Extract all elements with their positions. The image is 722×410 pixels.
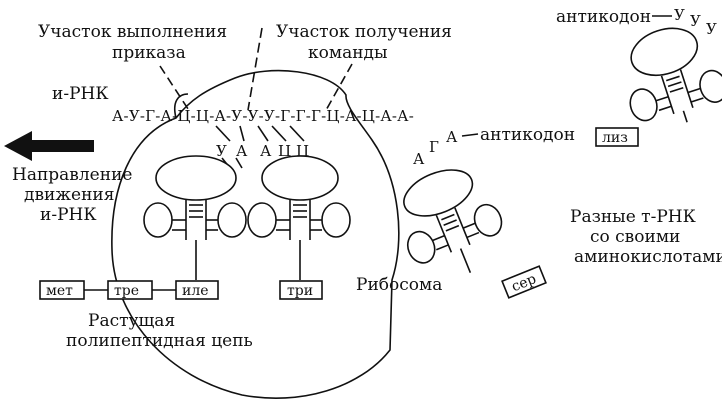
pairing-lines [216, 126, 304, 141]
execute-site-label-line1: Участок выполнения [38, 22, 227, 42]
trna-middle-anticodon-2: Г [429, 138, 439, 156]
direction-label-line3: и-РНК [40, 205, 97, 225]
peptide-chain: мет тре [40, 281, 176, 299]
trna-middle-anticodon-label: антикодон [480, 125, 575, 145]
trna-center-anticodon-1: А [260, 142, 272, 160]
different-trna-label-line2: со своими [590, 227, 680, 247]
trna-middle: А Г А антикодон сер [385, 125, 575, 298]
growing-chain-label-line1: Растущая [88, 311, 175, 331]
trna-top-right-anticodon-2: У [690, 12, 701, 30]
trna-top-right-amino-acid: лиз [602, 130, 628, 146]
execute-site-label-line2: приказа [112, 43, 186, 63]
trna-left-anticodon-2: А [236, 142, 248, 160]
direction-arrow [4, 131, 94, 161]
trna-top-right-anticodon-3: У [706, 20, 717, 38]
trna-middle-anticodon-3: А [446, 128, 458, 146]
ribosome-label: Рибосома [356, 275, 442, 295]
trna-center: А Ц Ц три [248, 142, 350, 299]
receive-site-label-line2: команды [308, 43, 388, 63]
trna-left-amino-acid: иле [182, 283, 209, 299]
growing-chain-label-line2: полипептидная цепь [66, 331, 253, 351]
peptide-amino-acid-1: мет [46, 283, 73, 299]
trna-middle-anticodon-1: А [413, 150, 425, 168]
mrna-sequence: А-У-Г-А-Ц-Ц-А-У-У-У-Г-Г-Г-Ц-А-Ц-А-А- [112, 107, 414, 125]
trna-top-right-anticodon-label: антикодон [556, 7, 651, 27]
trna-top-right: антикодон У У У лиз [556, 6, 722, 146]
direction-label-line2: движения [24, 185, 114, 205]
direction-label-line1: Направление [12, 165, 132, 185]
trna-left-anticodon-1: У [216, 142, 227, 160]
mrna-label: и-РНК [52, 84, 109, 104]
peptide-amino-acid-2: тре [114, 283, 139, 299]
trna-left: У А иле [144, 142, 248, 299]
different-trna-label-line1: Разные т-РНК [570, 207, 696, 227]
different-trna-label-line3: аминокислотами [574, 247, 722, 267]
trna-top-right-anticodon-1: У [674, 6, 685, 24]
receive-site-label-line1: Участок получения [276, 22, 452, 42]
trna-center-amino-acid: три [287, 283, 313, 299]
